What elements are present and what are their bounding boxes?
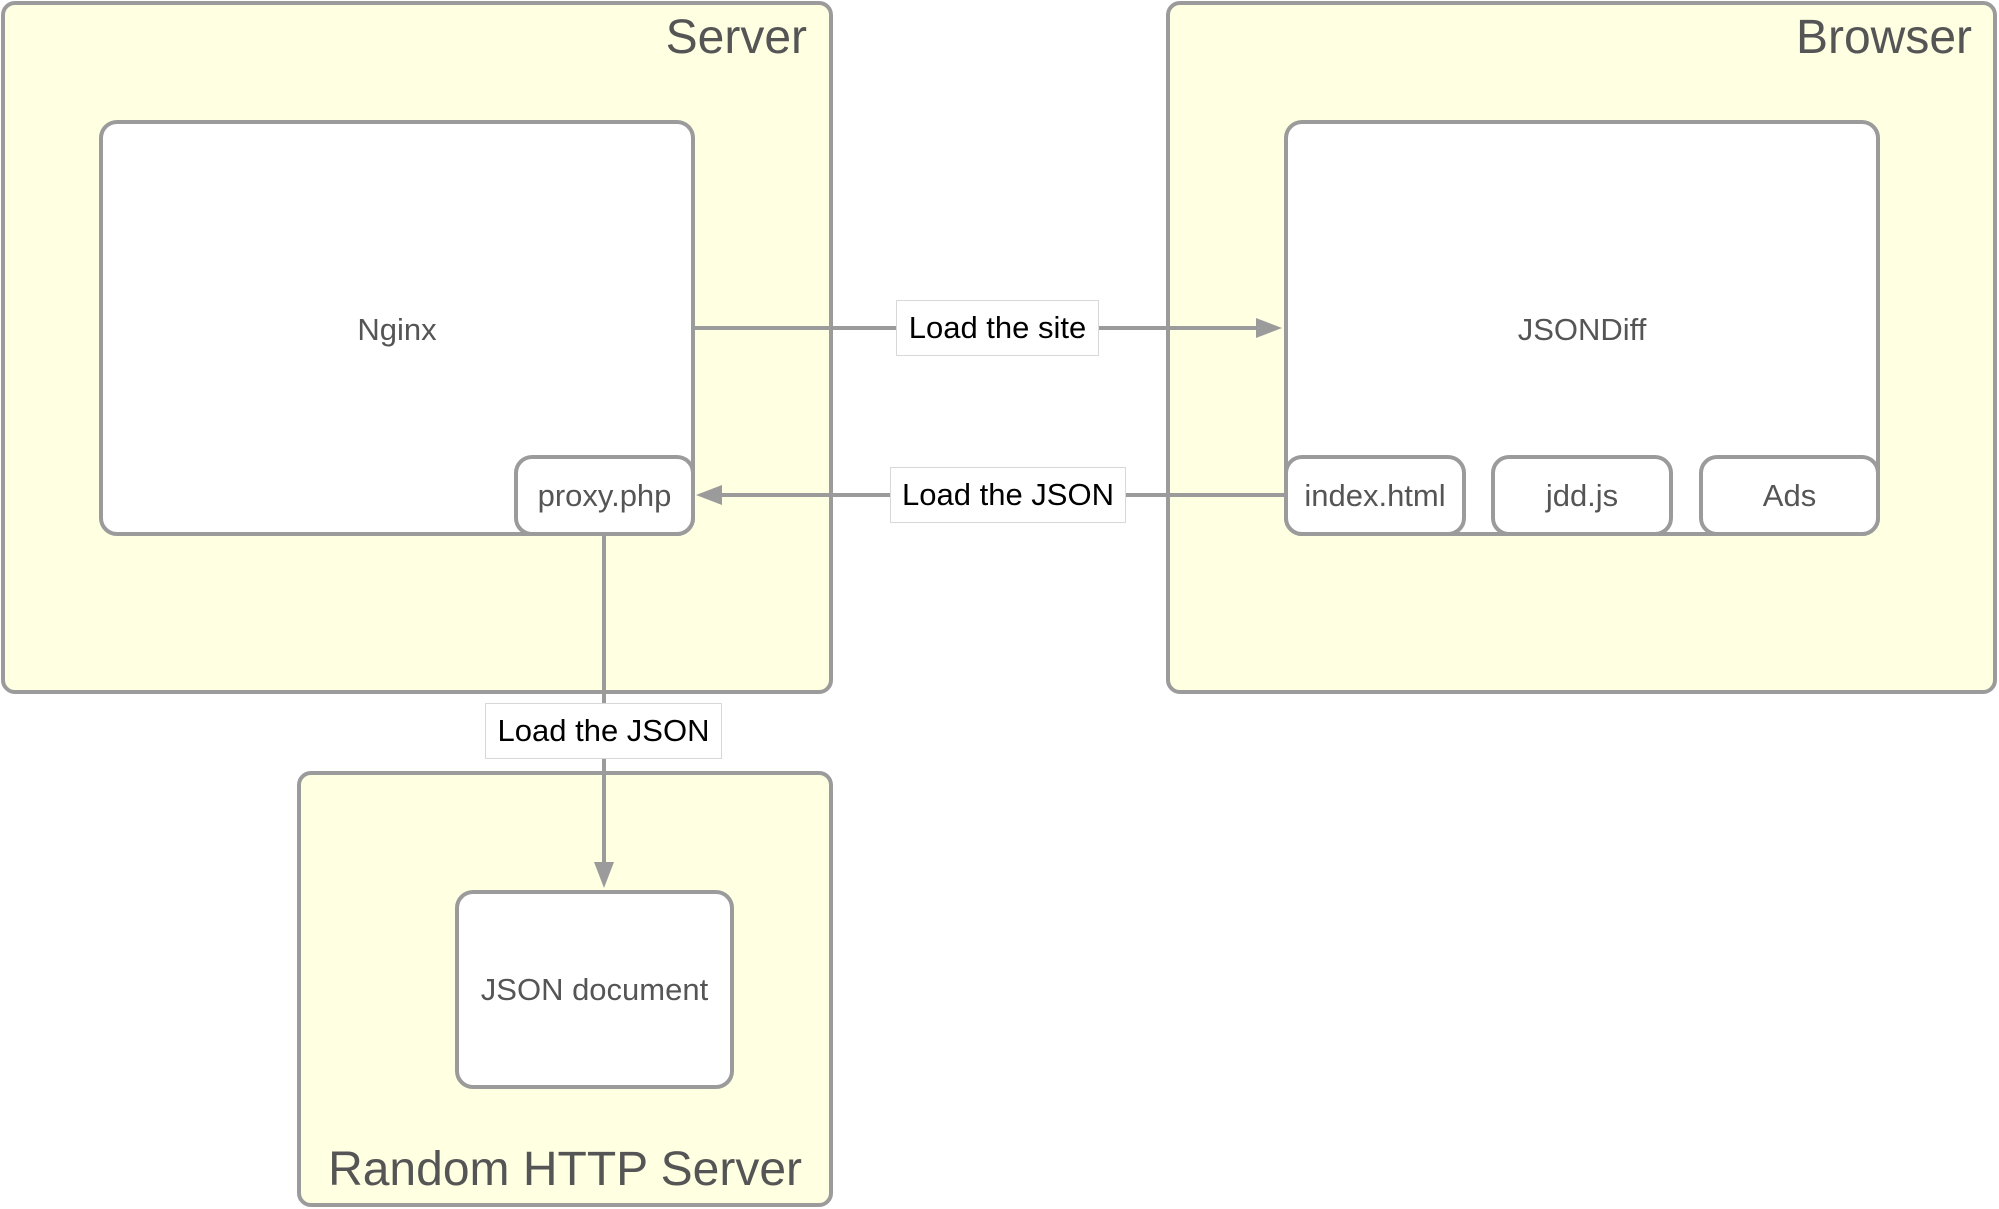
load-json-random-edge-label: Load the JSON [485, 703, 722, 759]
load-site-edge-label: Load the site [896, 300, 1099, 356]
nginx-label: Nginx [357, 312, 437, 347]
ads-box [1699, 455, 1880, 536]
proxy-php-box [514, 455, 695, 536]
jdd-js-box [1491, 455, 1673, 536]
server-title: Server [665, 11, 807, 64]
ads-label: Ads [1762, 477, 1817, 513]
json-document-label: JSON document [480, 971, 709, 1007]
load-site-arrowhead [1256, 318, 1282, 338]
jsondiff-label: JSONDiff [1517, 312, 1647, 347]
jdd-js-label: jdd.js [1545, 477, 1619, 513]
load-json-browser-edge-label: Load the JSON [890, 467, 1126, 523]
index-html-box [1284, 455, 1466, 536]
load-json-browser-arrowhead [696, 485, 722, 505]
browser-title: Browser [1795, 11, 1972, 64]
json-document-box [455, 890, 734, 1089]
random-http-server-title: Random HTTP Server [328, 1143, 802, 1196]
load-json-random-arrowhead [594, 862, 614, 888]
proxy-php-label: proxy.php [537, 477, 672, 513]
index-html-label: index.html [1304, 477, 1446, 513]
